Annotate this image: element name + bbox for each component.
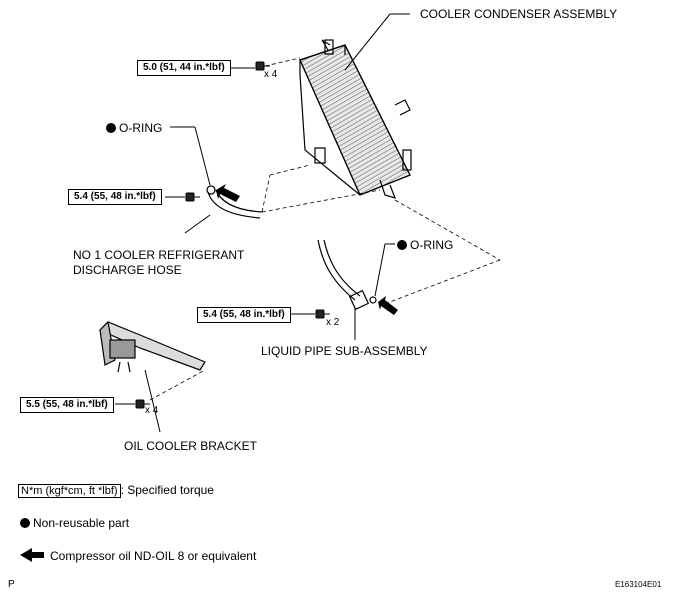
legend-nonreusable-text: Non-reusable part <box>33 516 130 530</box>
oil-arrows <box>20 184 398 562</box>
discharge-hose-drawing <box>206 185 263 219</box>
filled-circle-icon <box>106 123 116 133</box>
leader-lines <box>115 13 410 433</box>
condenser-drawing <box>299 39 412 199</box>
label-condenser: COOLER CONDENSER ASSEMBLY <box>420 7 618 21</box>
oil-cooler-bracket-drawing <box>98 320 206 373</box>
torque-spec-1: 5.0 (51, 44 in.*lbf) <box>137 60 231 76</box>
label-oil-cooler-bracket: OIL COOLER BRACKET <box>124 439 257 453</box>
label-discharge-hose-2: DISCHARGE HOSE <box>73 263 182 277</box>
bolt-icon <box>315 309 330 319</box>
quantity-3: x 2 <box>326 317 340 328</box>
label-oring-top: O-RING <box>106 121 162 135</box>
bolt-icon <box>135 399 150 409</box>
oring-right-text: O-RING <box>410 238 454 252</box>
legend-oil: Compressor oil ND-OIL 8 or equivalent <box>50 549 257 563</box>
torque-spec-2: 5.4 (55, 48 in.*lbf) <box>68 189 162 205</box>
filled-left-arrow-icon <box>20 548 44 562</box>
legend-torque-desc: : Specified torque <box>120 483 214 497</box>
footer-code: E163104E01 <box>615 580 662 589</box>
bolt-icon <box>185 192 200 202</box>
filled-circle-icon <box>20 518 30 528</box>
filled-left-arrow-icon <box>378 296 398 315</box>
footer-left: P <box>8 579 15 590</box>
torque-spec-3: 5.4 (55, 48 in.*lbf) <box>197 307 291 323</box>
alignment-lines <box>149 57 501 401</box>
legend-torque-box: N*m (kgf*cm, ft *lbf) <box>18 484 121 498</box>
label-liquid-pipe: LIQUID PIPE SUB-ASSEMBLY <box>261 344 428 358</box>
filled-left-arrow-icon <box>216 184 240 202</box>
legend-torque: N*m (kgf*cm, ft *lbf): Specified torque <box>18 483 214 498</box>
bolt-icon <box>255 61 270 71</box>
quantity-4: x 4 <box>145 405 159 416</box>
label-oring-right: O-RING <box>397 238 453 252</box>
legend-nonreusable: Non-reusable part <box>20 516 129 530</box>
bolt-icons <box>135 61 330 409</box>
torque-spec-4: 5.5 (55, 48 in.*lbf) <box>20 397 114 413</box>
label-discharge-hose-1: NO 1 COOLER REFRIGERANT <box>73 248 245 262</box>
quantity-1: x 4 <box>264 69 278 80</box>
liquid-pipe-drawing <box>317 239 377 311</box>
filled-circle-icon <box>397 240 407 250</box>
oring-top-text: O-RING <box>119 121 163 135</box>
